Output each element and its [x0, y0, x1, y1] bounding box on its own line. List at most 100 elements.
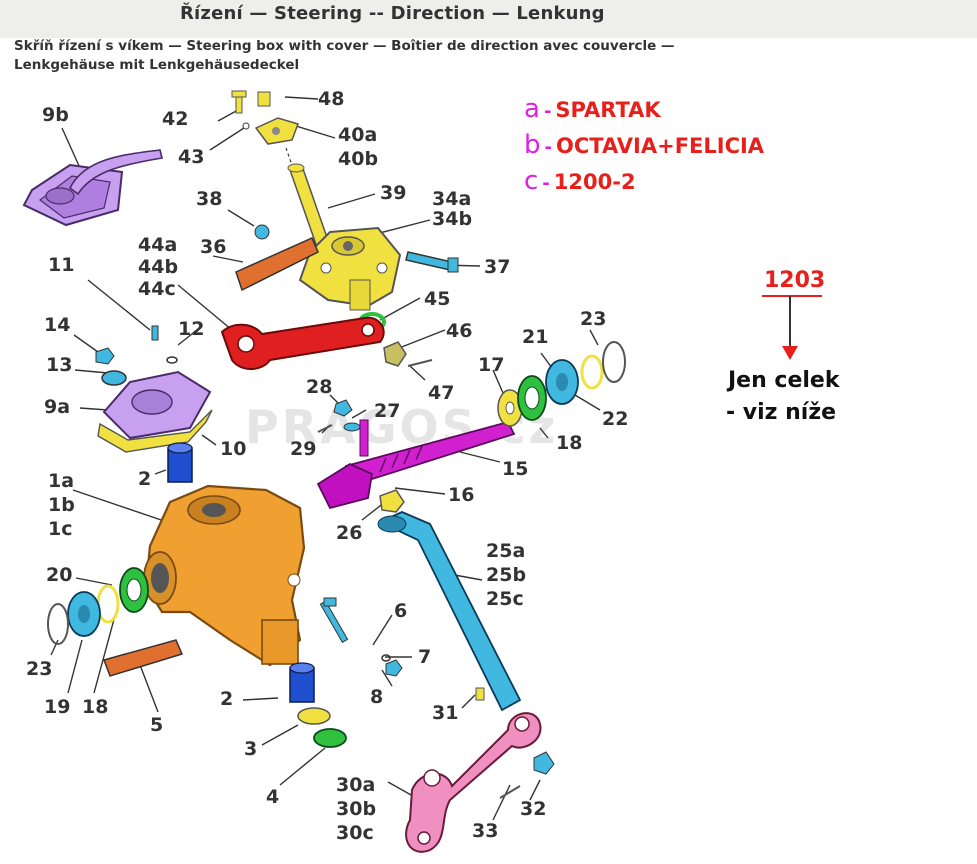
part-label: 44b — [138, 256, 179, 278]
part-label: 26 — [336, 522, 363, 544]
bearing-cap-34 — [298, 226, 402, 311]
part-label: 23 — [580, 308, 607, 330]
part-label: 1b — [48, 494, 75, 516]
part-label: 47 — [428, 382, 455, 404]
gasket-36 — [235, 237, 319, 292]
part-label: 44c — [138, 278, 176, 300]
note-arrow — [762, 295, 822, 360]
part-label: 8 — [370, 686, 384, 708]
washer-7 — [381, 654, 391, 662]
part-label: 12 — [178, 318, 205, 340]
gasket-10 — [97, 409, 213, 453]
legend-item-c: c-1200-2 — [524, 166, 636, 196]
part-label: 17 — [478, 354, 505, 376]
part-label: 25a — [486, 540, 526, 562]
part-label: 43 — [178, 146, 205, 168]
part-label: 34a — [432, 188, 472, 210]
part-label: 40b — [338, 148, 379, 170]
bolt-14 — [95, 347, 115, 365]
legend-name: OCTAVIA+FELICIA — [556, 134, 765, 158]
screw-11 — [151, 325, 159, 341]
part-label: 42 — [162, 108, 189, 130]
cap-19 — [67, 591, 101, 637]
cover-9b — [22, 149, 163, 227]
part-label: 45 — [424, 288, 451, 310]
leader-lines — [50, 96, 601, 821]
nut-8 — [385, 659, 403, 677]
washer-27 — [343, 422, 361, 432]
legend-dash: - — [543, 101, 552, 122]
part-label: 1c — [48, 518, 73, 540]
part-label: 44a — [138, 234, 178, 256]
part-label: 21 — [522, 326, 549, 348]
bolt-6 — [319, 597, 349, 643]
part-label: 37 — [484, 256, 511, 278]
part-label: 27 — [374, 400, 401, 422]
part-label: 46 — [446, 320, 473, 342]
pin-29 — [317, 424, 333, 433]
part-label: 2 — [138, 468, 152, 490]
part-label: 18 — [82, 696, 109, 718]
ring-20 — [96, 584, 120, 624]
sector-shaft-25 — [377, 511, 522, 712]
part-label: 22 — [602, 408, 629, 430]
pin-31 — [475, 687, 485, 701]
part-label: 7 — [418, 646, 432, 668]
legend-letter: c — [524, 166, 539, 196]
part-label: 16 — [448, 484, 475, 506]
part-label: 39 — [380, 182, 407, 204]
note-model: 1203 — [764, 268, 826, 293]
bushing-2-lower — [289, 662, 315, 703]
bearing-18-lower — [119, 567, 149, 613]
part-label: 1a — [48, 470, 75, 492]
gasket-5 — [103, 639, 184, 677]
note-line-2: - viz níže — [726, 400, 837, 425]
worm-shaft-15 — [316, 419, 516, 510]
legend-item-a: a-SPARTAK — [524, 94, 661, 124]
pitman-arm-44 — [220, 316, 385, 370]
washer-13 — [101, 370, 127, 386]
ring-22 — [580, 354, 604, 390]
legend-item-b: b-OCTAVIA+FELICIA — [524, 130, 764, 160]
part-label: 30a — [336, 774, 376, 796]
legend-name: SPARTAK — [555, 98, 661, 122]
part-label: 15 — [502, 458, 529, 480]
part-label: 48 — [318, 88, 345, 110]
part-label: 34b — [432, 208, 473, 230]
part-label: 13 — [46, 354, 73, 376]
part-label: 3 — [244, 738, 258, 760]
pin-33 — [499, 785, 521, 799]
part-label: 2 — [220, 688, 234, 710]
upper-shaft-group — [231, 90, 331, 251]
cap-21 — [545, 359, 579, 405]
part-label: 30c — [336, 822, 374, 844]
part-label: 10 — [220, 438, 247, 460]
nut-46 — [383, 341, 407, 367]
ring-4 — [313, 728, 347, 748]
part-label: 5 — [150, 714, 164, 736]
legend-dash: - — [542, 173, 550, 194]
subtitle-line-2: Lenkgehäuse mit Lenkgehäusedeckel — [14, 57, 300, 73]
part-label: 4 — [266, 786, 280, 808]
legend-name: 1200-2 — [553, 170, 636, 194]
bushing-2-upper — [167, 442, 193, 483]
part-label: 40a — [338, 124, 378, 146]
part-label: 25c — [486, 588, 524, 610]
part-label: 14 — [44, 314, 71, 336]
part-label: 29 — [290, 438, 317, 460]
nut-28 — [333, 399, 353, 417]
part-label: 9b — [42, 104, 69, 126]
part-label: 38 — [196, 188, 223, 210]
part-label: 30b — [336, 798, 377, 820]
part-label: 11 — [48, 254, 75, 276]
part-label: 31 — [432, 702, 459, 724]
part-label: 28 — [306, 376, 333, 398]
washer-12 — [166, 356, 178, 364]
part-label: 36 — [200, 236, 227, 258]
part-label: 9a — [44, 396, 71, 418]
header-band — [0, 0, 977, 38]
part-label: 23 — [26, 658, 53, 680]
part-label: 20 — [46, 564, 73, 586]
